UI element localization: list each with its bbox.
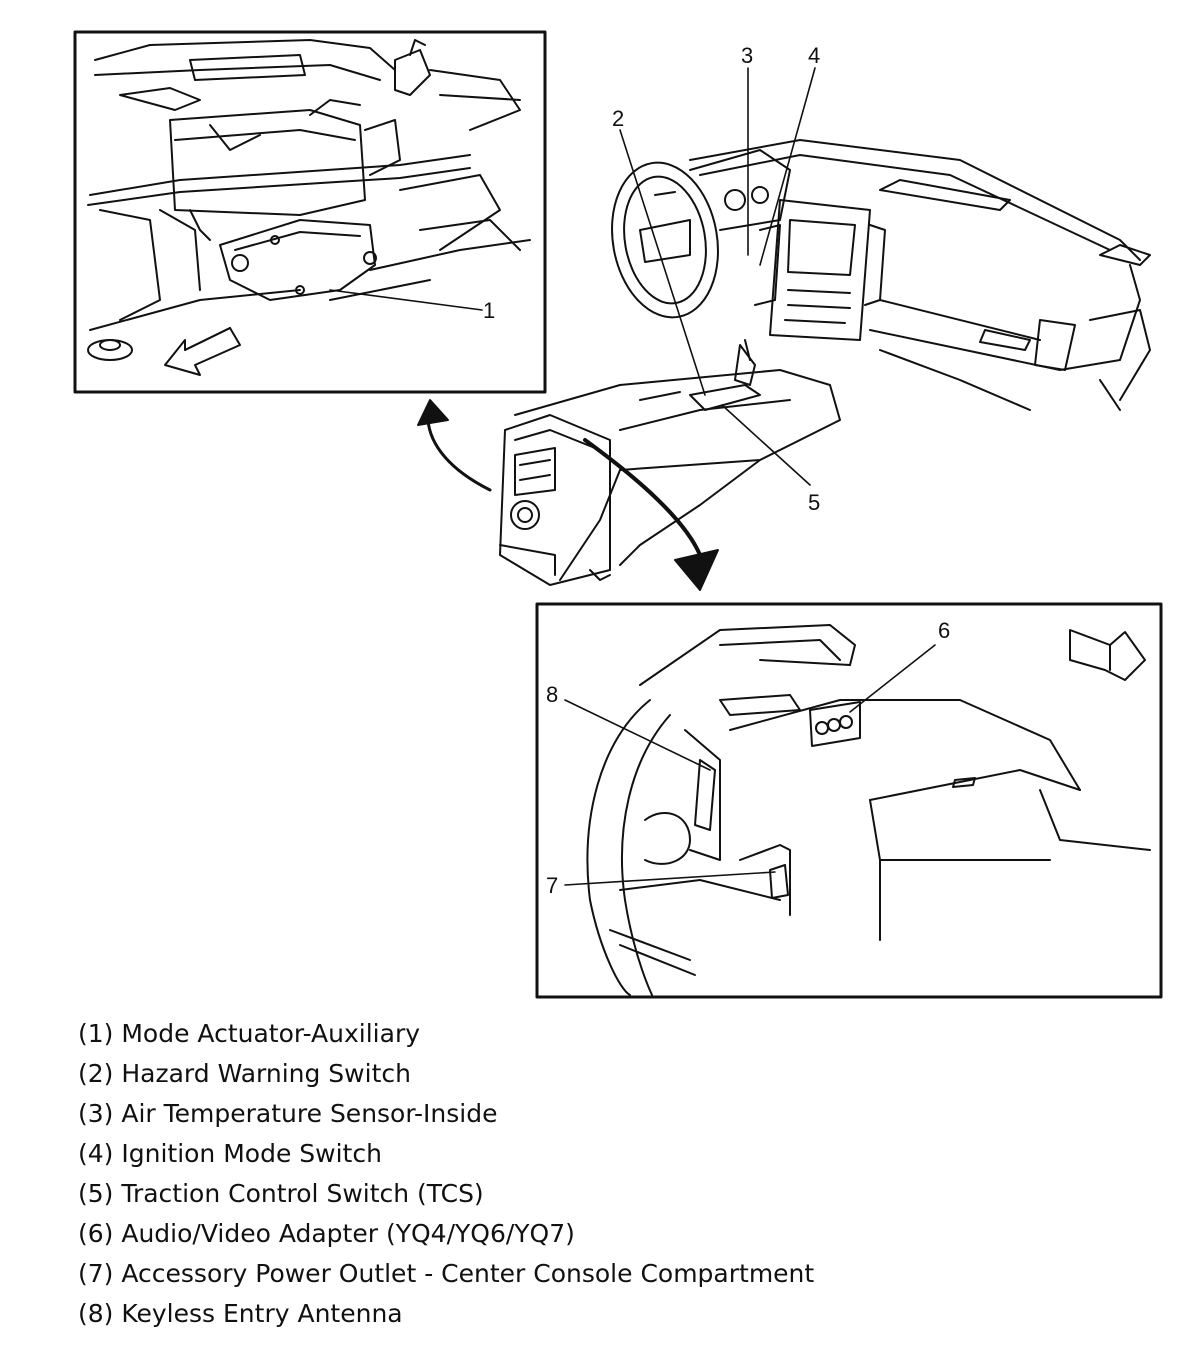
callout-3: 3 xyxy=(741,43,753,68)
callout-6: 6 xyxy=(938,618,950,643)
component-location-diagram: 1 2 3 4 5 6 7 8 xyxy=(73,30,1163,999)
legend-item-5: (5) Traction Control Switch (TCS) xyxy=(78,1179,484,1208)
callout-5: 5 xyxy=(808,490,820,515)
inset-mode-actuator xyxy=(73,30,547,394)
legend-item-6: (6) Audio/Video Adapter (YQ4/YQ6/YQ7) xyxy=(78,1219,575,1248)
component-legend: (1) Mode Actuator-Auxiliary (2) Hazard W… xyxy=(78,1014,814,1334)
legend-item-7: (7) Accessory Power Outlet - Center Cons… xyxy=(78,1259,815,1288)
callout-8: 8 xyxy=(546,682,558,707)
legend-item-2: (2) Hazard Warning Switch xyxy=(78,1059,411,1088)
callout-7: 7 xyxy=(546,873,558,898)
legend-item-4: (4) Ignition Mode Switch xyxy=(78,1139,382,1168)
inset-console-compartment xyxy=(535,602,1163,999)
legend-item-8: (8) Keyless Entry Antenna xyxy=(78,1299,403,1328)
callout-2: 2 xyxy=(612,106,624,131)
main-dashboard-view xyxy=(417,67,1151,591)
legend-item-1: (1) Mode Actuator-Auxiliary xyxy=(78,1019,421,1048)
callout-4: 4 xyxy=(808,43,820,68)
legend-item-3: (3) Air Temperature Sensor-Inside xyxy=(78,1099,498,1128)
callout-1: 1 xyxy=(483,298,495,323)
